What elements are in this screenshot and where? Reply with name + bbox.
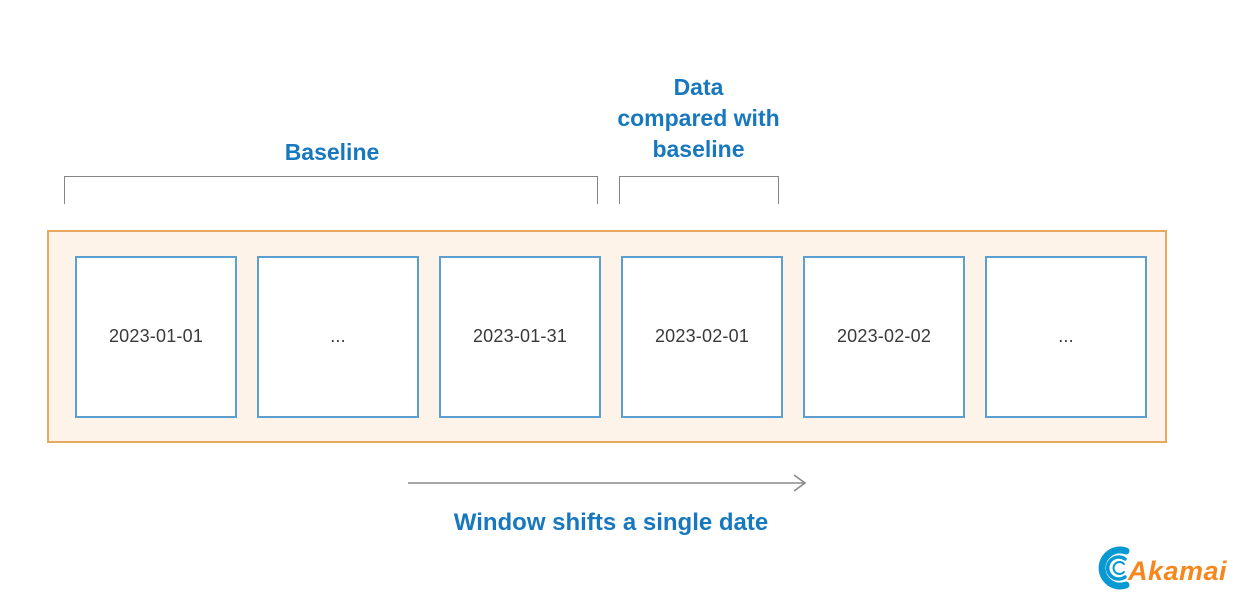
date-box-label: 2023-01-01	[108, 326, 204, 346]
akamai-wave-icon	[1098, 546, 1130, 590]
date-box-label: 2023-02-01	[654, 326, 750, 346]
akamai-logo-text: Akamai	[1128, 555, 1228, 586]
date-box-label: ...	[1058, 326, 1074, 346]
compared-bracket	[619, 176, 779, 204]
akamai-logo: Akamai	[1092, 545, 1227, 591]
date-box-label: 2023-01-31	[472, 326, 568, 346]
date-box-label: 2023-02-02	[836, 326, 932, 346]
shift-arrow-icon	[408, 474, 807, 492]
date-box-1: 2023-01-01	[75, 255, 237, 418]
date-box-3: 2023-01-31	[439, 255, 601, 418]
date-box-5: 2023-02-02	[803, 255, 965, 418]
compared-label-line-1: Data	[673, 74, 724, 100]
baseline-bracket	[64, 176, 598, 204]
date-box-6: ...	[985, 255, 1147, 418]
date-box-2: ...	[257, 255, 419, 418]
baseline-label: Baseline	[284, 139, 380, 165]
date-window-container: 2023-01-01 ... 2023-01-31 2023-02-01 202…	[47, 230, 1167, 443]
compared-label: Data compared with baseline	[588, 72, 809, 165]
compared-label-line-3: baseline	[652, 136, 745, 162]
window-shift-label: Window shifts a single date	[453, 509, 769, 536]
date-box-label: ...	[330, 326, 346, 346]
date-box-4: 2023-02-01	[621, 255, 783, 418]
compared-label-line-2: compared with	[617, 105, 780, 131]
